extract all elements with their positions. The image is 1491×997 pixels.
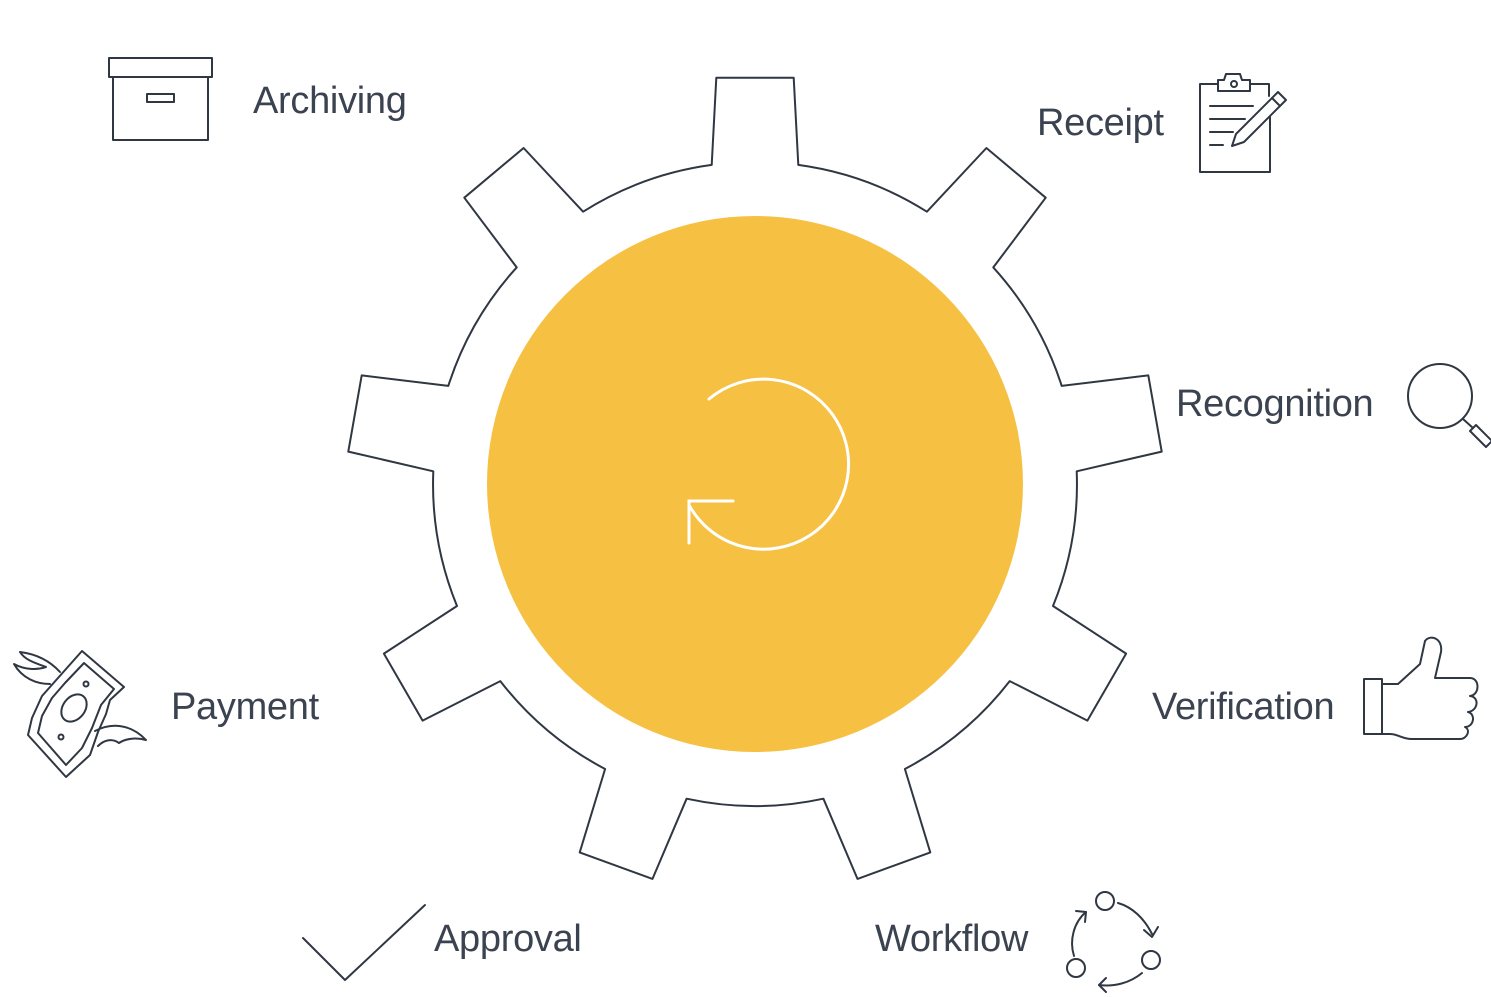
refresh-icon: [687, 377, 851, 551]
step-label-approval: Approval: [434, 918, 582, 960]
clipboard-pencil-icon: [1199, 73, 1287, 173]
step-label-workflow: Workflow: [875, 918, 1029, 960]
step-label-payment: Payment: [171, 686, 319, 728]
thumbs-up-icon: [1363, 636, 1479, 740]
step-label-verification: Verification: [1152, 686, 1335, 728]
cycle-arrows-icon: [1066, 891, 1161, 993]
checkmark-icon: [302, 904, 426, 981]
step-label-receipt: Receipt: [1037, 102, 1164, 144]
step-label-recognition: Recognition: [1176, 383, 1374, 425]
archive-box-icon: [108, 57, 213, 141]
magnifier-icon: [1407, 363, 1491, 448]
flying-money-icon: [13, 650, 147, 778]
step-label-archiving: Archiving: [253, 80, 407, 122]
center-disc: [487, 216, 1023, 752]
gear-outline: [347, 76, 1163, 880]
